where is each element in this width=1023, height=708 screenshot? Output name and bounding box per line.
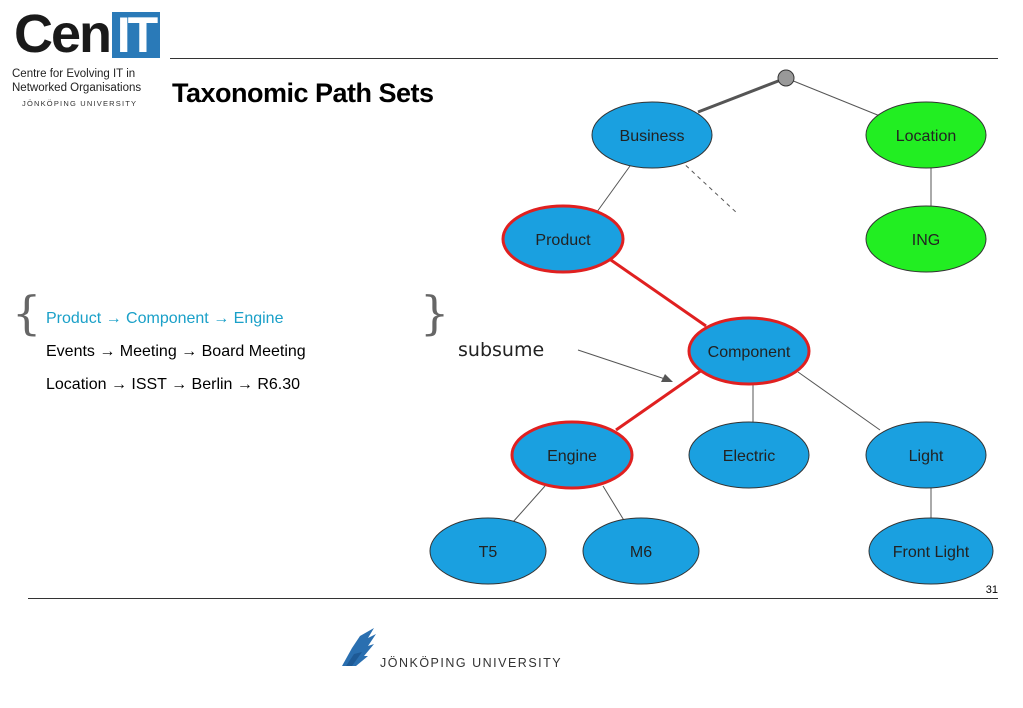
node-label-light: Light — [909, 448, 944, 465]
path-item-3: Location → ISST → Berlin → R6.30 — [46, 376, 301, 393]
node-label-engine: Engine — [547, 448, 597, 465]
ju-bird-logo — [342, 628, 376, 666]
logo-cen-text: Cen — [14, 4, 112, 64]
node-product — [501, 204, 625, 274]
node-t5 — [429, 517, 547, 585]
edge-root-location — [785, 77, 881, 117]
node-electric — [688, 421, 810, 489]
path-item-1: Product → Component → Engine — [46, 310, 284, 327]
logo-tagline-2: Networked Organisations — [12, 82, 142, 94]
node-light — [865, 421, 987, 489]
edge-business-more — [679, 159, 739, 215]
node-front-light — [868, 517, 994, 585]
edge-engine-m6 — [602, 485, 626, 523]
logo-it-block: IT — [112, 10, 160, 60]
footer-university-name: JÖNKÖPING UNIVERSITY — [380, 656, 563, 670]
subsume-arrow-line — [577, 349, 669, 381]
node-label-m6: M6 — [630, 544, 652, 561]
edge-component-engine — [615, 368, 703, 432]
node-label-product: Product — [535, 232, 591, 249]
slide-title: Taxonomic Path Sets — [172, 78, 434, 108]
subsume-arrow-head — [661, 374, 673, 382]
node-label-electric: Electric — [723, 448, 775, 465]
edge-root-business — [697, 76, 787, 114]
node-m6 — [582, 517, 700, 585]
edge-business-product — [593, 165, 631, 217]
node-business — [591, 101, 713, 169]
node-label-front-light: Front Light — [893, 544, 970, 561]
subsume-label: subsume — [458, 339, 545, 361]
node-label-ing: ING — [912, 232, 940, 249]
node-label-t5: T5 — [479, 544, 498, 561]
logo-tagline-1: Centre for Evolving IT in — [12, 68, 136, 80]
node-label-location: Location — [896, 128, 957, 145]
node-location — [865, 101, 987, 169]
footer-rule — [28, 598, 998, 599]
edge-product-component — [607, 256, 707, 328]
edge-engine-t5 — [512, 485, 546, 523]
edge-component-light — [797, 371, 881, 431]
path-item-2: Events → Meeting → Board Meeting — [46, 343, 306, 360]
node-engine — [510, 420, 634, 490]
header-rule — [170, 58, 998, 59]
node-component — [687, 316, 811, 386]
left-brace: { — [12, 286, 42, 340]
node-label-component: Component — [708, 344, 791, 361]
node-ing — [865, 205, 987, 273]
page-number: 31 — [985, 584, 998, 596]
right-brace: } — [420, 286, 450, 340]
root-node — [777, 69, 795, 87]
node-label-business: Business — [620, 128, 685, 145]
logo-university: JÖNKÖPING UNIVERSITY — [22, 99, 138, 108]
